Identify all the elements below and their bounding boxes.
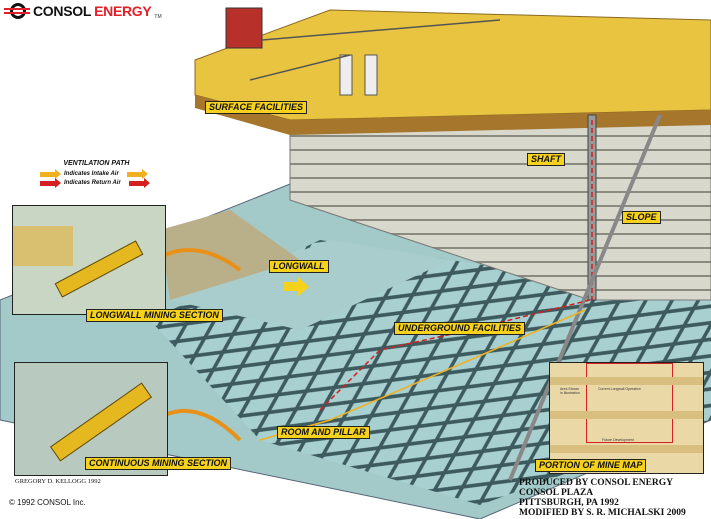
pointer-arrow — [164, 408, 242, 442]
legend-label: Indicates Intake Air — [64, 171, 119, 177]
label-shaft: Shaft — [527, 153, 565, 166]
label-mine-map: Portion of Mine Map — [535, 459, 647, 472]
ventilation-legend: VENTILATION PATH Indicates Intake Air In… — [40, 160, 150, 189]
continuous-miner — [49, 382, 153, 462]
label-longwall-mining-section: Longwall Mining Section — [86, 309, 223, 322]
credit-line: MODIFIED BY S. R. MICHALSKI 2009 — [519, 508, 686, 518]
silo — [364, 54, 378, 96]
map-label-current: Current Longwall Operation — [598, 387, 641, 391]
return-air-path — [319, 299, 591, 411]
map-label-area-shown: Area Shown in Illustration — [560, 387, 580, 395]
current-operation-outline — [586, 363, 673, 443]
longwall-panel — [170, 240, 450, 330]
label-room-and-pillar: Room and Pillar — [277, 426, 370, 439]
credit-line: CONSOL PLAZA — [519, 488, 594, 498]
artist-credit: GREGORY D. KELLOGG 1992 — [15, 478, 101, 485]
legend-title: VENTILATION PATH — [63, 160, 130, 167]
production-credits: PRODUCED BY CONSOL ENERGY CONSOL PLAZA P… — [519, 478, 686, 518]
legend-item-return: Indicates Return Air — [40, 178, 150, 188]
label-underground-facilities: Underground Facilities — [394, 322, 526, 335]
mine-map-inset: Area Shown in Illustration Current Longw… — [549, 362, 704, 474]
logo-mark-icon — [4, 2, 30, 20]
label-continuous-mining-section: Continuous Mining Section — [85, 457, 232, 470]
logo-word-consol: CONSOL — [33, 3, 92, 19]
label-slope: Slope — [622, 211, 661, 224]
map-label-future: Future Development — [602, 438, 634, 442]
longwall-inset — [12, 205, 166, 315]
preparation-plant — [225, 7, 263, 49]
conveyor — [261, 19, 501, 41]
silo — [339, 54, 353, 96]
conveyor — [249, 54, 351, 81]
coal-face — [13, 226, 73, 266]
slope — [508, 114, 662, 481]
copyright: © 1992 CONSOL Inc. — [9, 498, 86, 507]
label-surface-facilities: Surface Facilities — [205, 101, 308, 114]
return-arrow-icon — [128, 178, 150, 188]
logo-word-energy: ENERGY — [94, 3, 152, 19]
pointer-arrow — [164, 248, 242, 272]
consol-energy-logo: CONSOL ENERGY TM — [4, 2, 162, 20]
return-arrow-icon — [40, 178, 61, 188]
surface-edge — [195, 95, 711, 135]
credit-line: PRODUCED BY CONSOL ENERGY — [519, 478, 674, 488]
legend-label: Indicates Return Air — [64, 180, 121, 186]
gob-area — [160, 210, 300, 300]
legend-item-intake: Indicates Intake Air — [40, 169, 148, 179]
credit-line: PITTSBURGH, PA 1992 — [519, 498, 619, 508]
intake-arrow-icon — [40, 169, 61, 179]
logo-trademark: TM — [154, 14, 162, 20]
intake-arrow-icon — [126, 169, 148, 179]
label-longwall: Longwall — [269, 260, 329, 273]
longwall-direction-arrow — [284, 277, 309, 296]
